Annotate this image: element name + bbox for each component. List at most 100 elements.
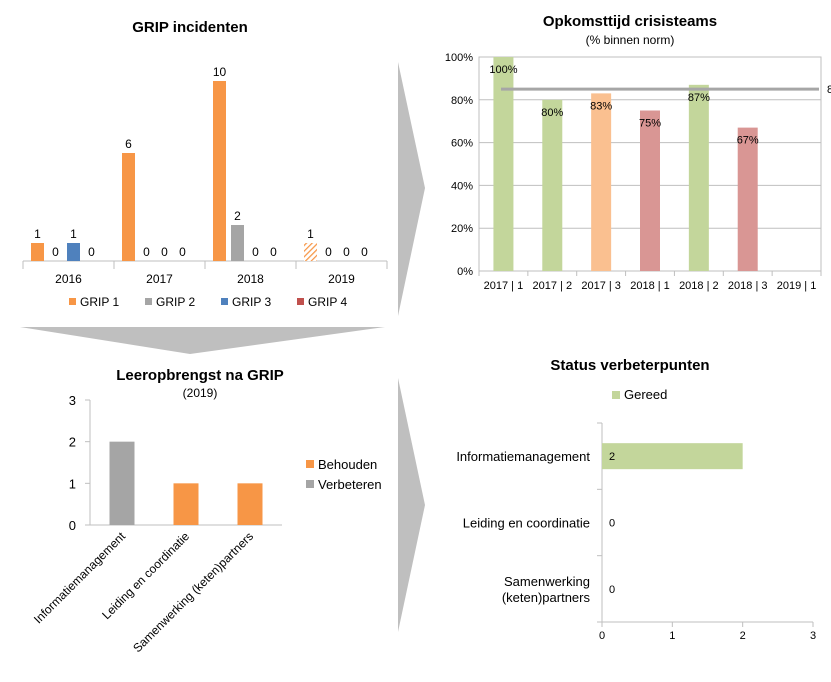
opkomst-data-label: 80%: [541, 107, 563, 119]
grip-data-label: 6: [125, 137, 132, 151]
opkomst-bar: [493, 57, 514, 271]
leer-legend-label: Verbeteren: [318, 477, 382, 492]
status-x-tick: 0: [599, 630, 605, 642]
opkomst-y-tick: 60%: [451, 138, 473, 150]
grip-legend-label: GRIP 1: [80, 295, 119, 309]
opkomst-bar: [542, 99, 563, 271]
opkomst-data-label: 100%: [489, 64, 517, 76]
arrow-down: [20, 327, 385, 354]
grip-data-label: 1: [307, 227, 314, 241]
status-chart-title: Status verbeterpunten: [550, 357, 710, 374]
leer-y-tick: 0: [69, 518, 76, 533]
status-category-label-line: Informatiemanagement: [456, 449, 590, 464]
grip-bar: [304, 243, 317, 261]
leer-bar: [237, 483, 263, 525]
opkomst-data-label: 67%: [737, 135, 759, 147]
opkomst-category-label: 2018 | 1: [630, 280, 670, 292]
grip-bar: [31, 243, 44, 261]
opkomst-chart-title: Opkomsttijd crisisteams: [542, 13, 718, 30]
opkomst-chart-subtitle: (% binnen norm): [585, 33, 675, 47]
opkomst-data-label: 83%: [590, 100, 612, 112]
grip-data-label: 1: [70, 227, 77, 241]
opkomst-bar: [737, 127, 758, 272]
grip-data-label: 0: [361, 245, 368, 259]
opkomst-bar: [640, 110, 660, 271]
grip-legend-label: GRIP 2: [156, 295, 195, 309]
opkomst-y-tick: 40%: [451, 180, 473, 192]
opkomst-bar: [591, 93, 612, 271]
leer-y-tick: 3: [69, 393, 76, 408]
grip-chart-title: GRIP incidenten: [132, 19, 248, 36]
leer-legend-swatch: [306, 480, 314, 488]
leer-y-tick: 1: [69, 476, 76, 491]
status-legend-swatch: [612, 391, 620, 399]
grip-category-label: 2017: [146, 272, 173, 286]
status-legend-label: Gereed: [624, 387, 667, 402]
grip-data-label: 0: [325, 245, 332, 259]
grip-data-label: 1: [34, 227, 41, 241]
grip-legend-swatch: [221, 298, 228, 305]
status-category-label-line: (keten)partners: [502, 590, 591, 605]
grip-bar: [122, 153, 135, 261]
grip-legend-label: GRIP 3: [232, 295, 271, 309]
opkomst-y-tick: 100%: [445, 52, 473, 64]
grip-bar: [213, 81, 226, 261]
status-category-label: Informatiemanagement: [456, 449, 590, 464]
leer-chart-subtitle: (2019): [182, 386, 218, 400]
grip-data-label: 0: [143, 245, 150, 259]
opkomst-y-tick: 80%: [451, 95, 473, 107]
grip-legend-swatch: [297, 298, 304, 305]
status-category-label: Leiding en coordinatie: [463, 516, 590, 531]
status-x-tick: 1: [669, 630, 675, 642]
opkomst-category-label: 2018 | 2: [679, 280, 719, 292]
leer-bar: [173, 483, 199, 525]
status-category-label-line: Samenwerking: [504, 574, 590, 589]
leer-chart-title: Leeropbrengst na GRIP: [116, 367, 284, 384]
opkomst-y-tick: 0%: [457, 266, 473, 278]
leer-bar: [109, 441, 135, 525]
grip-data-label: 2: [234, 209, 241, 223]
leer-legend-label: Behouden: [318, 457, 377, 472]
status-data-label: 0: [609, 584, 615, 596]
opkomst-category-label: 2017 | 1: [484, 280, 524, 292]
opkomst-data-label: 87%: [688, 92, 710, 104]
status-x-tick: 3: [810, 630, 816, 642]
status-category-label: Samenwerking(keten)partners: [502, 574, 591, 605]
grip-data-label: 0: [161, 245, 168, 259]
grip-bar: [67, 243, 80, 261]
grip-category-label: 2019: [328, 272, 355, 286]
opkomst-bar: [688, 84, 709, 271]
opkomst-y-tick: 20%: [451, 223, 473, 235]
grip-bar: [231, 225, 244, 261]
opkomst-category-label: 2017 | 2: [533, 280, 573, 292]
grip-data-label: 0: [270, 245, 277, 259]
opkomst-norm-label: 85%: [827, 84, 831, 96]
leer-legend-swatch: [306, 460, 314, 468]
grip-data-label: 0: [252, 245, 259, 259]
status-bar: [602, 443, 743, 470]
grip-legend-swatch: [145, 298, 152, 305]
grip-legend-swatch: [69, 298, 76, 305]
status-data-label: 2: [609, 451, 615, 463]
opkomst-category-label: 2018 | 3: [728, 280, 768, 292]
opkomst-category-label: 2017 | 3: [581, 280, 621, 292]
status-data-label: 0: [609, 518, 615, 530]
leer-y-tick: 2: [69, 435, 76, 450]
grip-data-label: 10: [213, 65, 227, 79]
status-category-label-line: Leiding en coordinatie: [463, 516, 590, 531]
opkomst-category-label: 2019 | 1: [777, 280, 817, 292]
grip-data-label: 0: [52, 245, 59, 259]
grip-data-label: 0: [343, 245, 350, 259]
grip-data-label: 0: [88, 245, 95, 259]
arrow-right-top: [398, 62, 425, 316]
grip-data-label: 0: [179, 245, 186, 259]
status-x-tick: 2: [740, 630, 746, 642]
grip-legend-label: GRIP 4: [308, 295, 347, 309]
arrow-right-bottom: [398, 378, 425, 632]
grip-category-label: 2018: [237, 272, 264, 286]
opkomst-data-label: 75%: [639, 118, 661, 130]
